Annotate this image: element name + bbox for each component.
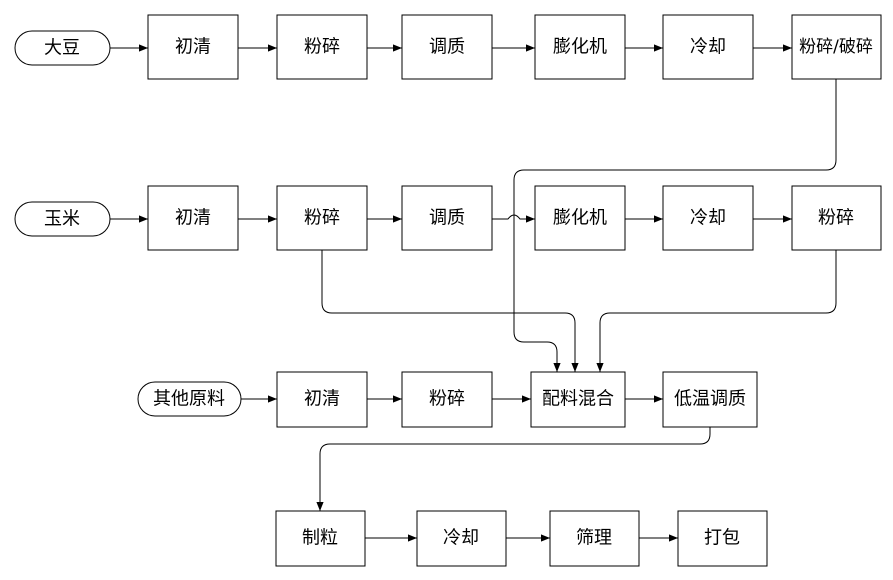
screening-label: 筛理 [576, 528, 612, 549]
corn-cleaning-label: 初清 [175, 208, 211, 229]
source-soybean: 大豆 [14, 30, 111, 66]
source-corn: 玉米 [14, 201, 111, 237]
source-other: 其他原料 [137, 381, 242, 417]
corn-grinding2-label: 粉碎 [818, 208, 854, 229]
connector-conditioning-to-pelleting [316, 427, 711, 511]
low-temp-conditioning-label: 低温调质 [674, 389, 746, 410]
soybean-extruder-label: 膨化机 [553, 37, 607, 58]
corn-grinding-box: 粉碎 [276, 185, 368, 251]
mixing-label: 配料混合 [542, 389, 614, 410]
source-soybean-label: 大豆 [44, 38, 80, 59]
soybean-cooling-label: 冷却 [690, 37, 726, 58]
corn-grinding2-box: 粉碎 [791, 185, 882, 251]
soybean-grinding-label: 粉碎 [304, 37, 340, 58]
packing-box: 打包 [677, 510, 768, 567]
corn-extruder-label: 膨化机 [553, 208, 607, 229]
final-cooling-box: 冷却 [416, 510, 507, 567]
soybean-grinding-box: 粉碎 [276, 14, 368, 80]
pelleting-box: 制粒 [275, 510, 366, 567]
corn-cleaning-box: 初清 [147, 185, 239, 251]
soybean-cleaning-label: 初清 [175, 37, 211, 58]
packing-label: 打包 [704, 528, 740, 549]
source-other-label: 其他原料 [153, 389, 225, 410]
connector-corn-grinding-to-mixing [321, 250, 579, 372]
connector-corn-grinding2-to-mixing [596, 250, 837, 372]
soybean-conditioning-box: 调质 [401, 14, 493, 80]
other-cleaning-box: 初清 [276, 371, 368, 428]
pelleting-label: 制粒 [302, 528, 338, 549]
soybean-conditioning-label: 调质 [429, 37, 465, 58]
screening-box: 筛理 [549, 510, 640, 567]
soybean-extruder-box: 膨化机 [534, 14, 626, 80]
soybean-crushing-box: 粉碎/破碎 [791, 14, 882, 80]
corn-extruder-box: 膨化机 [534, 185, 626, 251]
corn-cooling-box: 冷却 [662, 185, 754, 251]
soybean-cleaning-box: 初清 [147, 14, 239, 80]
connector-soybean-crushing-to-mixing [513, 79, 837, 372]
soybean-cooling-box: 冷却 [662, 14, 754, 80]
low-temp-conditioning-box: 低温调质 [662, 371, 758, 428]
corn-grinding-label: 粉碎 [304, 208, 340, 229]
other-cleaning-label: 初清 [304, 389, 340, 410]
other-grinding-box: 粉碎 [401, 371, 493, 428]
soybean-crushing-label: 粉碎/破碎 [799, 37, 873, 57]
mixing-box: 配料混合 [530, 371, 626, 428]
corn-conditioning-box: 调质 [401, 185, 493, 251]
corn-cooling-label: 冷却 [690, 208, 726, 229]
final-cooling-label: 冷却 [443, 528, 479, 549]
source-corn-label: 玉米 [44, 209, 80, 230]
corn-conditioning-label: 调质 [429, 208, 465, 229]
other-grinding-label: 粉碎 [429, 389, 465, 410]
